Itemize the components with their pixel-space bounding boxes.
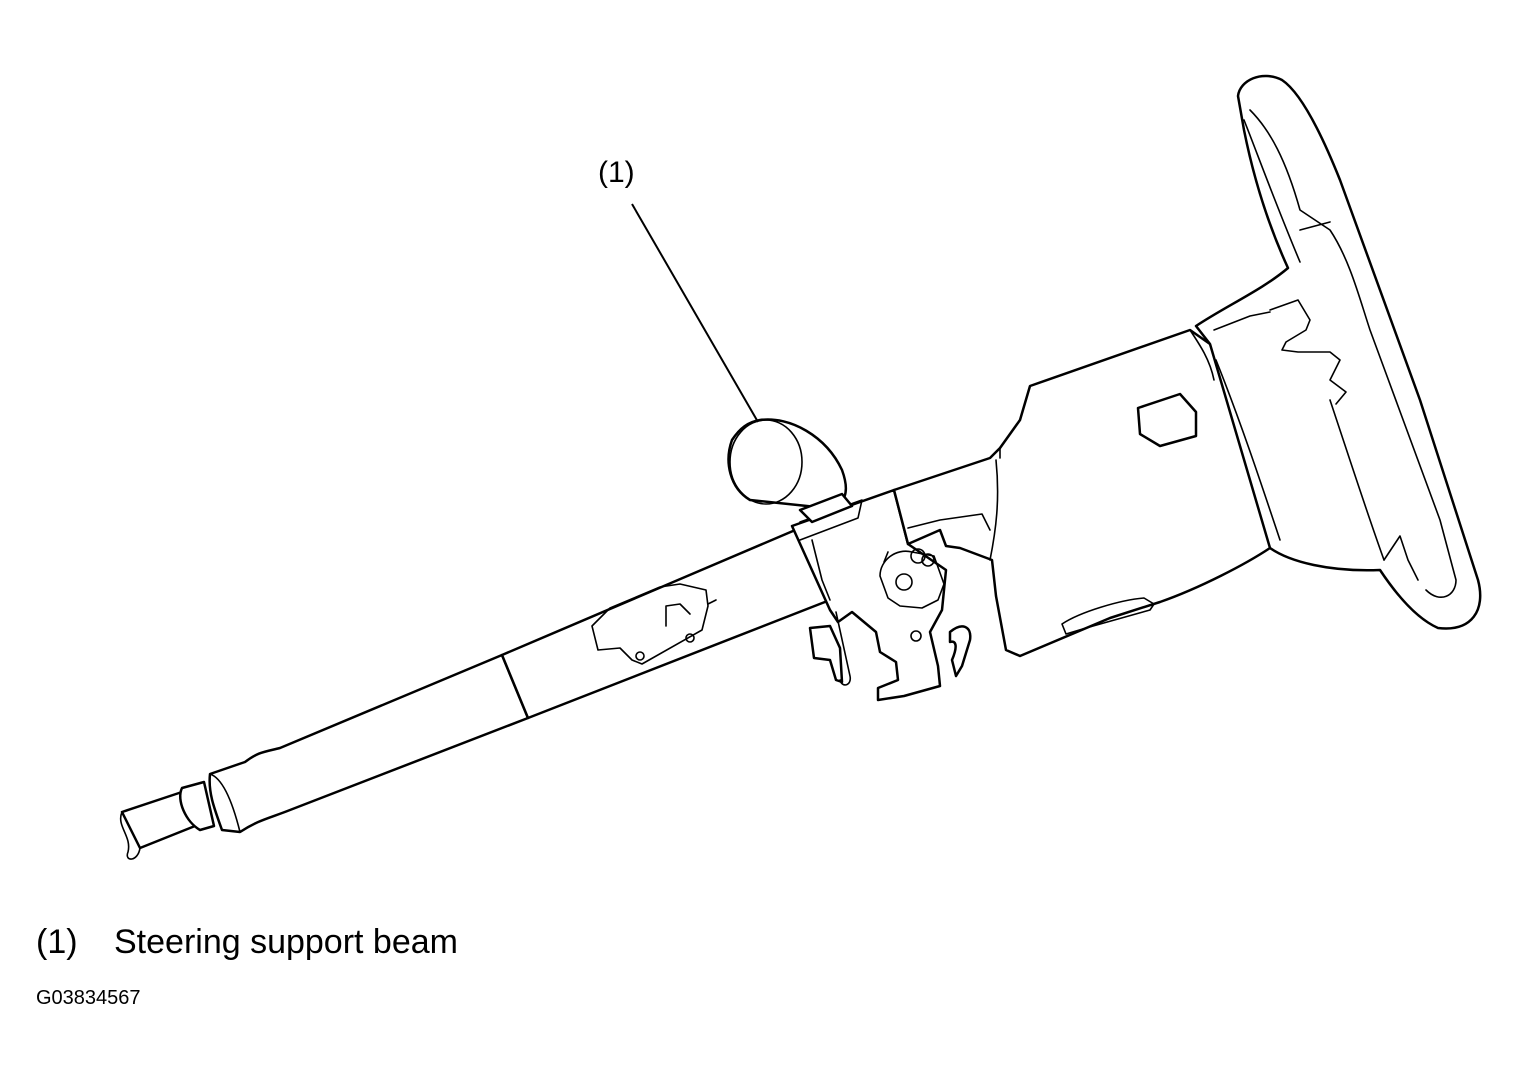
steering-wheel [1194,74,1482,630]
legend-item: (1) Steering support beam [36,922,458,963]
column-cover [892,328,1272,658]
callout-number: (1) [598,156,635,189]
steering-shaft [119,653,530,860]
steering-support-beam [727,418,854,524]
legend-label: Steering support beam [114,923,458,961]
callout-leader-line [631,203,759,423]
legend-number: (1) [36,923,78,961]
figure-id: G03834567 [36,987,141,1009]
column-jacket [500,526,832,720]
steering-column-diagram [119,74,1482,860]
